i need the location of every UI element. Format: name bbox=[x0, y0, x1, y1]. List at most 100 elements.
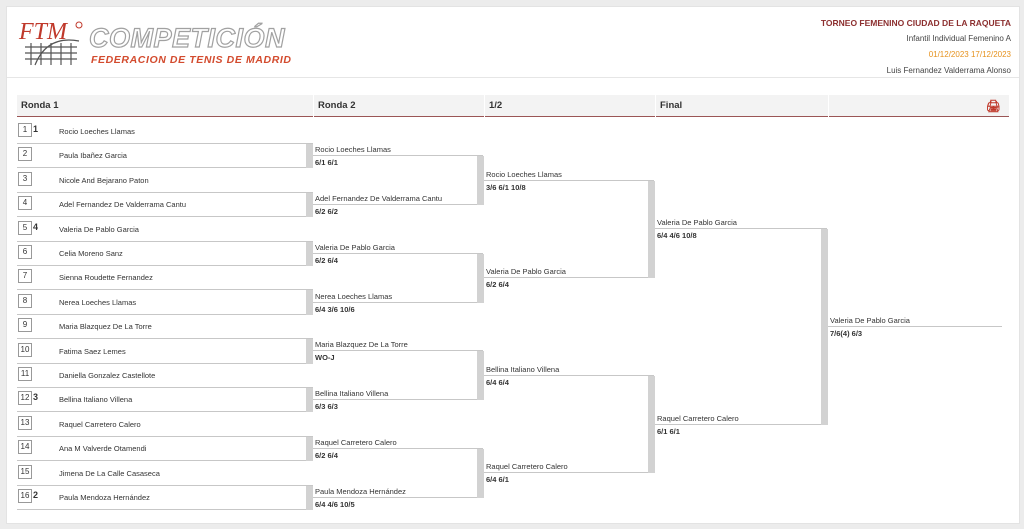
player-name[interactable]: Jimena De La Calle Casaseca bbox=[59, 468, 160, 478]
page-header: FTM COMPETICIÓN FEDERACION DE TENIS DE M… bbox=[7, 7, 1019, 78]
seed-number: 1 bbox=[33, 124, 39, 134]
final-player-name[interactable]: Raquel Carretero Calero bbox=[657, 413, 739, 423]
round1-player-row: 7 Sienna Roudette Fernandez bbox=[17, 269, 313, 291]
semis-score: 6/2 6/4 bbox=[486, 280, 509, 290]
round2-player-name[interactable]: Valeria De Pablo Garcia bbox=[315, 242, 395, 252]
draw-number: 12 bbox=[18, 391, 32, 406]
round2-player-name[interactable]: Adel Fernandez De Valderrama Cantu bbox=[315, 194, 443, 203]
round2-connector bbox=[306, 388, 313, 413]
round1-player-row: 2 Paula Ibañez Garcia bbox=[17, 147, 313, 169]
seed-number: 4 bbox=[33, 221, 39, 232]
player-name[interactable]: Nerea Loeches Llamas bbox=[59, 297, 137, 307]
round2-score: 6/4 4/6 10/5 bbox=[315, 499, 355, 509]
round1-player-row: 9 Maria Blazquez De La Torre bbox=[17, 318, 313, 340]
player-name[interactable]: Sienna Roudette Fernandez bbox=[59, 273, 153, 283]
col-header-semis: 1/2 bbox=[485, 95, 655, 117]
tournament-info: TORNEO FEMENINO CIUDAD DE LA RAQUETA Inf… bbox=[821, 15, 1011, 79]
tournament-category: Infantil Individual Femenino A bbox=[906, 34, 1011, 43]
draw-number: 5 bbox=[18, 220, 32, 235]
draw-number: 7 bbox=[18, 269, 32, 284]
round2-player-name[interactable]: Bellina Italiano Villena bbox=[315, 389, 389, 399]
round2-score: 6/2 6/2 bbox=[315, 207, 338, 216]
round2-slot: Bellina Italiano Villena bbox=[313, 387, 483, 401]
final-slot: Valeria De Pablo Garcia bbox=[655, 216, 827, 230]
semis-slot: Raquel Carretero Calero bbox=[484, 460, 654, 474]
semis-player-name[interactable]: Bellina Italiano Villena bbox=[486, 364, 560, 374]
semis-score: 3/6 6/1 10/8 bbox=[486, 182, 526, 192]
player-name[interactable]: Paula Ibañez Garcia bbox=[59, 151, 127, 161]
final-connector bbox=[648, 180, 655, 279]
round2-player-name[interactable]: Maria Blazquez De La Torre bbox=[315, 340, 408, 350]
round2-connector bbox=[306, 192, 313, 218]
col-header-final: Final bbox=[656, 95, 828, 117]
final-connector bbox=[648, 375, 655, 474]
round2-player-name[interactable]: Nerea Loeches Llamas bbox=[315, 291, 393, 301]
round1-player-row: 6 Celia Moreno Sanz bbox=[17, 245, 313, 266]
player-name[interactable]: Bellina Italiano Villena bbox=[59, 395, 133, 405]
player-name[interactable]: Fatima Saez Lemes bbox=[59, 346, 126, 356]
col-header-ronda2: Ronda 2 bbox=[314, 95, 484, 117]
draw-number: 6 bbox=[18, 245, 32, 259]
draw-number: 9 bbox=[18, 318, 32, 333]
col-header-ronda1: Ronda 1 bbox=[17, 95, 313, 117]
round2-player-name[interactable]: Raquel Carretero Calero bbox=[315, 438, 397, 447]
bracket-card: FTM COMPETICIÓN FEDERACION DE TENIS DE M… bbox=[6, 6, 1020, 524]
semis-player-name[interactable]: Raquel Carretero Calero bbox=[486, 462, 568, 472]
round2-connector bbox=[306, 485, 313, 510]
player-name[interactable]: Maria Blazquez De La Torre bbox=[59, 322, 152, 332]
ftm-logo-icon: FTM bbox=[18, 19, 83, 66]
round2-score: 6/2 6/4 bbox=[315, 451, 338, 460]
draw-number: 4 bbox=[18, 196, 32, 211]
semis-player-name[interactable]: Rocio Loeches Llamas bbox=[486, 169, 562, 179]
draw-number: 1 bbox=[18, 123, 32, 137]
round2-connector bbox=[306, 339, 313, 364]
round2-slot: Paula Mendoza Hernández bbox=[313, 485, 483, 498]
round1-player-row: 13 Raquel Carretero Calero bbox=[17, 415, 313, 437]
player-name[interactable]: Valeria De Pablo Garcia bbox=[59, 224, 139, 234]
draw-number: 3 bbox=[18, 171, 32, 186]
round2-slot: Valeria De Pablo Garcia bbox=[313, 241, 483, 254]
player-name[interactable]: Adel Fernandez De Valderrama Cantu bbox=[59, 200, 187, 210]
semis-player-name[interactable]: Valeria De Pablo Garcia bbox=[486, 267, 566, 277]
round1-player-row: 10 Fatima Saez Lemes bbox=[17, 342, 313, 364]
draw-number: 2 bbox=[18, 147, 32, 162]
round2-player-name[interactable]: Rocio Loeches Llamas bbox=[315, 145, 391, 155]
round2-connector bbox=[306, 290, 313, 315]
semis-slot: Bellina Italiano Villena bbox=[484, 363, 654, 376]
player-name[interactable]: Paula Mendoza Hernández bbox=[59, 493, 150, 502]
round2-slot: Adel Fernandez De Valderrama Cantu bbox=[313, 192, 483, 205]
champion-player-name[interactable]: Valeria De Pablo Garcia bbox=[830, 316, 910, 325]
seed-number: 2 bbox=[33, 490, 39, 500]
draw-number: 10 bbox=[18, 342, 32, 357]
round2-player-name[interactable]: Paula Mendoza Hernández bbox=[315, 486, 406, 496]
print-icon[interactable]: 🖨 bbox=[985, 99, 1001, 113]
player-name[interactable]: Rocio Loeches Llamas bbox=[59, 127, 135, 136]
semis-slot: Valeria De Pablo Garcia bbox=[484, 265, 654, 279]
player-name[interactable]: Nicole And Bejarano Paton bbox=[59, 175, 149, 185]
final-player-name[interactable]: Valeria De Pablo Garcia bbox=[657, 218, 737, 228]
round2-slot: Rocio Loeches Llamas bbox=[313, 143, 483, 157]
player-name[interactable]: Daniella Gonzalez Castellote bbox=[59, 371, 156, 380]
ftm-logo[interactable]: FTM COMPETICIÓN FEDERACION DE TENIS DE M… bbox=[17, 17, 307, 69]
round2-connector bbox=[306, 241, 313, 266]
seed-number: 3 bbox=[33, 392, 39, 403]
semis-connector bbox=[477, 449, 484, 498]
semis-connector bbox=[477, 253, 484, 303]
player-name[interactable]: Raquel Carretero Calero bbox=[59, 419, 141, 429]
player-name[interactable]: Ana M Valverde Otamendi bbox=[59, 444, 147, 454]
champion-connector bbox=[821, 229, 828, 425]
final-score: 6/1 6/1 bbox=[657, 426, 680, 436]
draw-number: 13 bbox=[18, 415, 32, 430]
round2-connector bbox=[306, 144, 313, 169]
tournament-referee: Luis Fernandez Valderrama Alonso bbox=[886, 66, 1011, 75]
semis-connector bbox=[477, 156, 484, 205]
player-name[interactable]: Celia Moreno Sanz bbox=[59, 249, 123, 258]
